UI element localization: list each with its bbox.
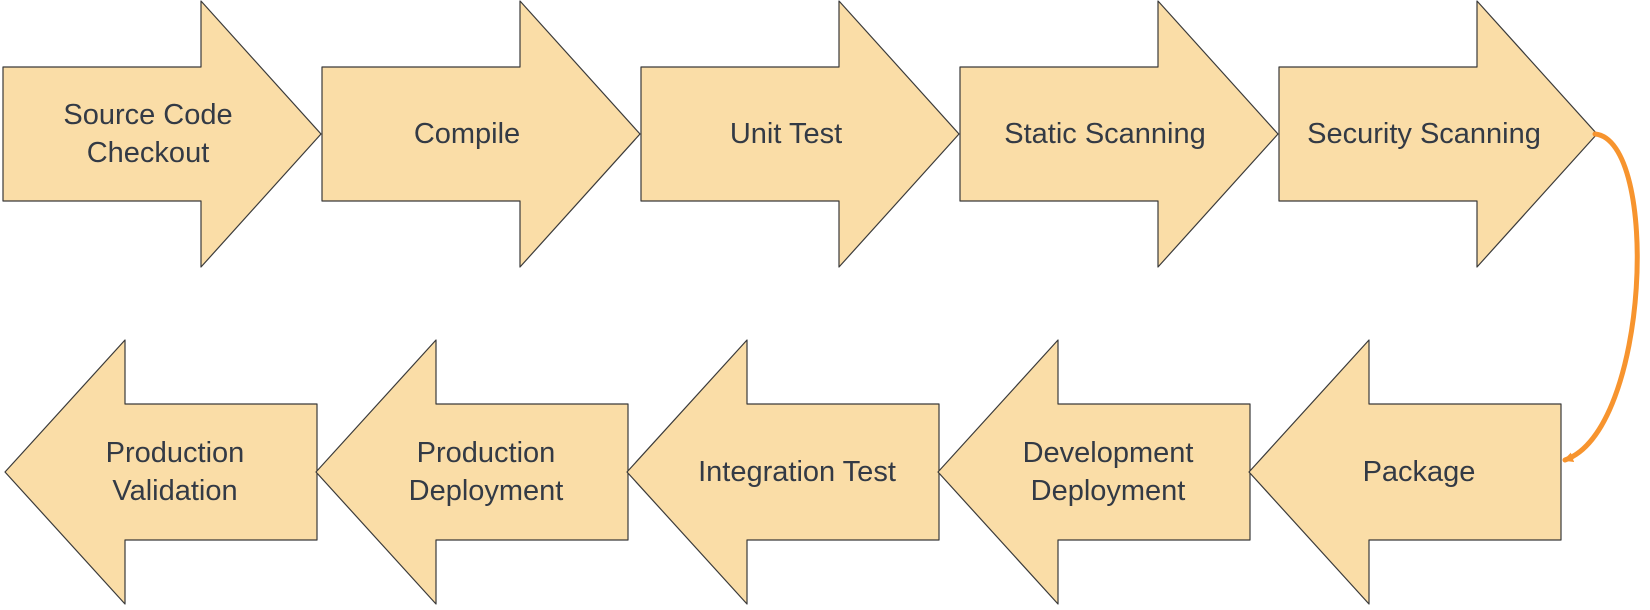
stage-arrow-production-deployment <box>315 339 629 605</box>
stage-label-compile: Compile <box>414 118 520 150</box>
flow-connector <box>1562 131 1640 463</box>
stage-arrow-source-code-checkout <box>2 0 322 268</box>
stage-arrow-unit-test <box>640 0 960 268</box>
stage-label-source-code-checkout-line-2: Checkout <box>87 137 210 169</box>
stage-label-package: Package <box>1363 456 1476 488</box>
stage-label-source-code-checkout-line-1: Source Code <box>63 99 232 131</box>
stage-arrow-production-validation <box>4 339 318 605</box>
stage-label-unit-test: Unit Test <box>730 118 842 150</box>
stage-arrow-security-scanning <box>1278 0 1598 268</box>
stage-label-production-deployment-line-1: Production <box>417 437 556 469</box>
stage-label-integration-test: Integration Test <box>698 456 896 488</box>
stage-arrow-package <box>1248 339 1562 605</box>
stage-label-security-scanning: Security Scanning <box>1307 118 1541 150</box>
stage-label-development-deployment-line-2: Deployment <box>1031 475 1186 507</box>
stage-arrow-development-deployment <box>937 339 1251 605</box>
stage-arrow-compile <box>321 0 641 268</box>
stage-label-development-deployment-line-1: Development <box>1023 437 1194 469</box>
stage-label-production-deployment-line-2: Deployment <box>409 475 564 507</box>
stage-label-production-validation-line-2: Validation <box>112 475 237 507</box>
stage-arrow-static-scanning <box>959 0 1279 268</box>
stage-label-production-validation-line-1: Production <box>106 437 245 469</box>
stage-label-static-scanning: Static Scanning <box>1004 118 1206 150</box>
